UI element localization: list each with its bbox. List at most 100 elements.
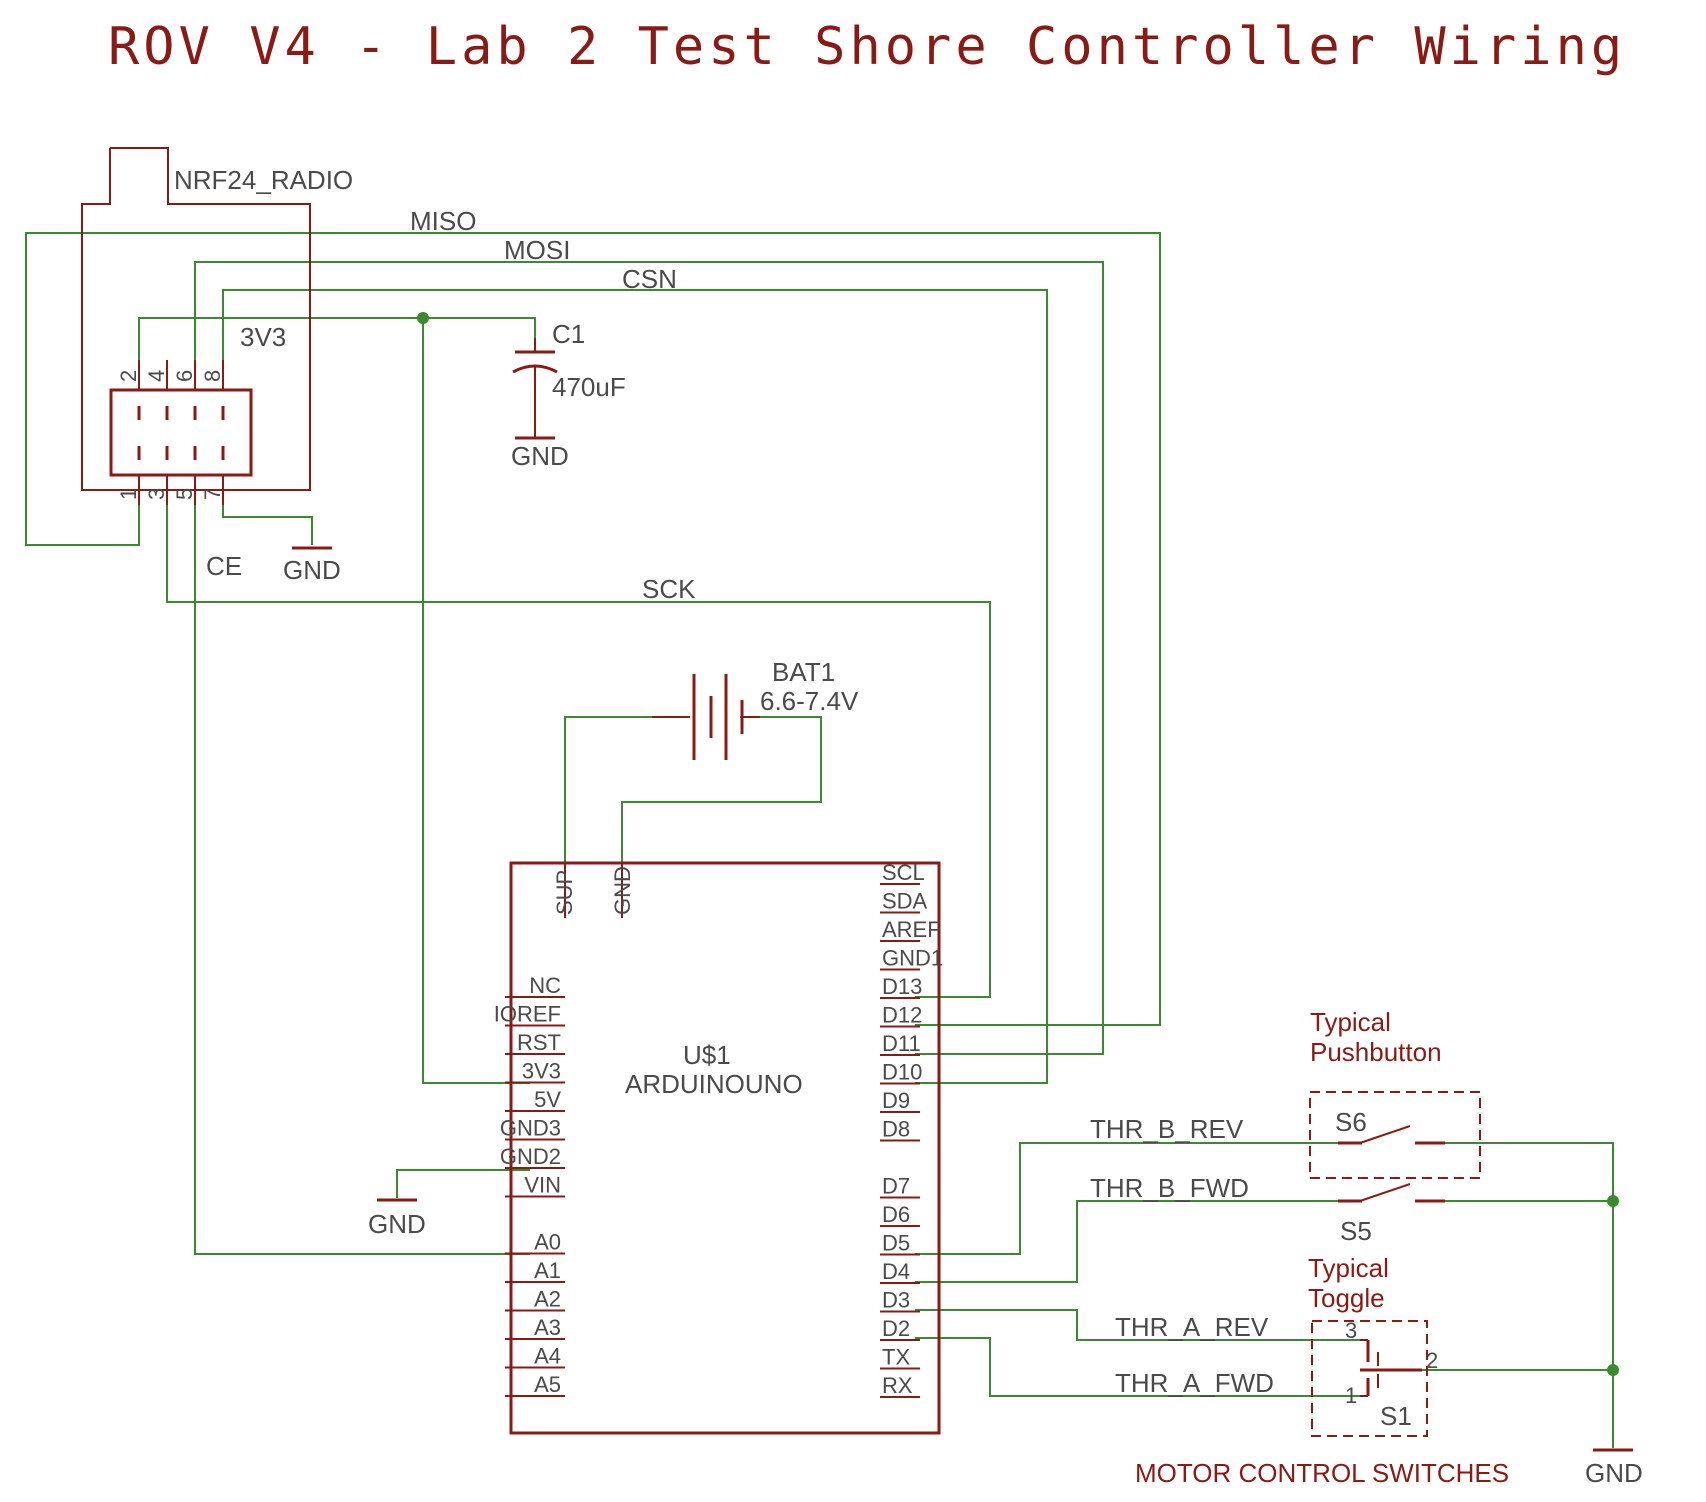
- wire-3v3-down: [422, 318, 530, 1084]
- ground-symbol: GND: [1585, 1448, 1643, 1488]
- arduino-pin-label: D8: [882, 1117, 910, 1142]
- radio-pin-slots: [137, 406, 225, 460]
- arduino-pin-label: D4: [882, 1259, 910, 1284]
- arduino-pin-label: D2: [882, 1316, 910, 1341]
- arduino-pin-gnd: GND: [610, 866, 635, 915]
- wire-sck: [166, 495, 991, 998]
- net-label-miso: MISO: [410, 206, 476, 236]
- radio-outline: [81, 147, 311, 491]
- switch-s6: S6: [1335, 1107, 1445, 1145]
- net-label-3v3: 3V3: [240, 322, 286, 352]
- arduino-pin-label: 3V3: [522, 1059, 561, 1084]
- wire-gnd-radio: [222, 495, 313, 545]
- wire-thr-b-fwd: [915, 1200, 1360, 1283]
- arduino-pin-label: A5: [534, 1372, 561, 1397]
- wire-miso: [25, 232, 1161, 1026]
- arduino-pin-label: D3: [882, 1288, 910, 1313]
- toggle-note-line1: Typical: [1308, 1253, 1389, 1283]
- arduino-ref: U$1: [683, 1040, 731, 1070]
- capacitor-value: 470uF: [552, 372, 626, 402]
- s1-pin-number: 1: [1345, 1383, 1357, 1408]
- battery-name: BAT1: [772, 657, 835, 687]
- gnd-label: GND: [368, 1209, 426, 1239]
- pushbutton-note-line1: Typical: [1310, 1007, 1391, 1037]
- radio-pin-number: 1: [116, 488, 141, 500]
- arduino-pin-label: GND2: [500, 1144, 561, 1169]
- pushbutton-box: [1309, 1091, 1481, 1179]
- arduino-pin-label: SDA: [882, 889, 928, 914]
- wires: [25, 232, 1619, 1448]
- radio-pin-number: 7: [200, 488, 225, 500]
- nrf24-radio: NRF24_RADIO 2 4 6 8 1 3 5: [81, 147, 353, 505]
- arduino-pin-sup: SUP: [552, 870, 577, 915]
- gnd-label: GND: [283, 555, 341, 585]
- arduino-pin-label: GND3: [500, 1116, 561, 1141]
- schematic-title: ROV V4 - Lab 2 Test Shore Controller Wir…: [108, 17, 1626, 77]
- arduino-body: [509, 861, 941, 1435]
- arduino-pin-label: D5: [882, 1231, 910, 1256]
- arduino-model: ARDUINOUNO: [625, 1069, 803, 1099]
- radio-pin-number: 3: [144, 488, 169, 500]
- switch-s5: S5: [1338, 1183, 1445, 1246]
- battery-value: 6.6-7.4V: [760, 686, 859, 716]
- arduino-pin-label: A4: [534, 1344, 561, 1369]
- arduino-pin-label: D6: [882, 1202, 910, 1227]
- arduino-pin-label: TX: [882, 1345, 910, 1370]
- arduino-pin-label: 5V: [534, 1087, 561, 1112]
- net-label-sck: SCK: [642, 574, 696, 604]
- ground-symbol: GND: [368, 1198, 426, 1239]
- radio-pin-number: 8: [200, 370, 225, 382]
- arduino-pin-label: RST: [517, 1030, 561, 1055]
- arduino-right-pins: SCLSDAAREFGND1D13D12D11D10D9D8D7D6D5D4D3…: [880, 860, 943, 1398]
- arduino-pin-label: AREF: [882, 917, 941, 942]
- gnd-label: GND: [511, 441, 569, 471]
- s1-pin-number: 2: [1426, 1348, 1438, 1373]
- arduino-pin-label: A3: [534, 1315, 561, 1340]
- radio-pin-stubs: [138, 360, 224, 505]
- capacitor-c1: C1 470uF GND: [511, 319, 626, 471]
- net-label-thr-b-fwd: THR_B_FWD: [1090, 1173, 1249, 1203]
- wire-thr-a-rev: [915, 1309, 1360, 1341]
- gnd-label: GND: [1585, 1458, 1643, 1488]
- radio-pin-number: 6: [172, 370, 197, 382]
- arduino-pin-label: D12: [882, 1003, 922, 1028]
- battery-bat1: BAT1 6.6-7.4V: [652, 657, 859, 760]
- switch-s1: 3 2 1 S1: [1345, 1318, 1438, 1431]
- radio-pin-number: 2: [116, 370, 141, 382]
- wire-thr-b-rev: [915, 1142, 1360, 1255]
- net-label-thr-a-rev: THR_A_REV: [1115, 1312, 1269, 1342]
- arduino-pin-label: D11: [882, 1031, 921, 1056]
- wire-bat-gnd: [621, 716, 822, 915]
- pushbutton-note-line2: Pushbutton: [1310, 1037, 1442, 1067]
- wire-thr-a-fwd: [915, 1337, 1360, 1397]
- ground-symbol: GND: [283, 546, 341, 585]
- capacitor-name: C1: [552, 319, 585, 349]
- arduino-pin-label: IOREF: [494, 1002, 561, 1027]
- arduino-pin-label: VIN: [524, 1173, 561, 1198]
- net-label-ce: CE: [206, 551, 242, 581]
- radio-pin-number: 5: [172, 488, 197, 500]
- arduino-pin-label: A1: [534, 1258, 561, 1283]
- arduino-pin-label: D10: [882, 1060, 922, 1085]
- junction-dot: [417, 312, 429, 324]
- wire-bat-sup: [564, 716, 652, 915]
- junction-dot: [1607, 1364, 1619, 1376]
- net-label-thr-b-rev: THR_B_REV: [1090, 1114, 1244, 1144]
- radio-pin-number: 4: [144, 370, 169, 382]
- arduino-pin-label: RX: [882, 1373, 913, 1398]
- wire-mosi: [194, 261, 1104, 1055]
- arduino-pin-label: NC: [529, 973, 561, 998]
- radio-name: NRF24_RADIO: [174, 165, 353, 195]
- toggle-note-line2: Toggle: [1308, 1283, 1385, 1313]
- arduino-pin-label: D7: [882, 1174, 910, 1199]
- s1-pin-number: 3: [1345, 1318, 1357, 1343]
- switch-s6-label: S6: [1335, 1107, 1367, 1137]
- junction-dot: [1607, 1195, 1619, 1207]
- arduino-pin-label: D13: [882, 974, 922, 999]
- arduino-pin-label: SCL: [882, 860, 925, 885]
- wire-ce: [194, 495, 530, 1255]
- toggle-box: [1311, 1320, 1428, 1437]
- arduino-pin-label: A0: [534, 1230, 561, 1255]
